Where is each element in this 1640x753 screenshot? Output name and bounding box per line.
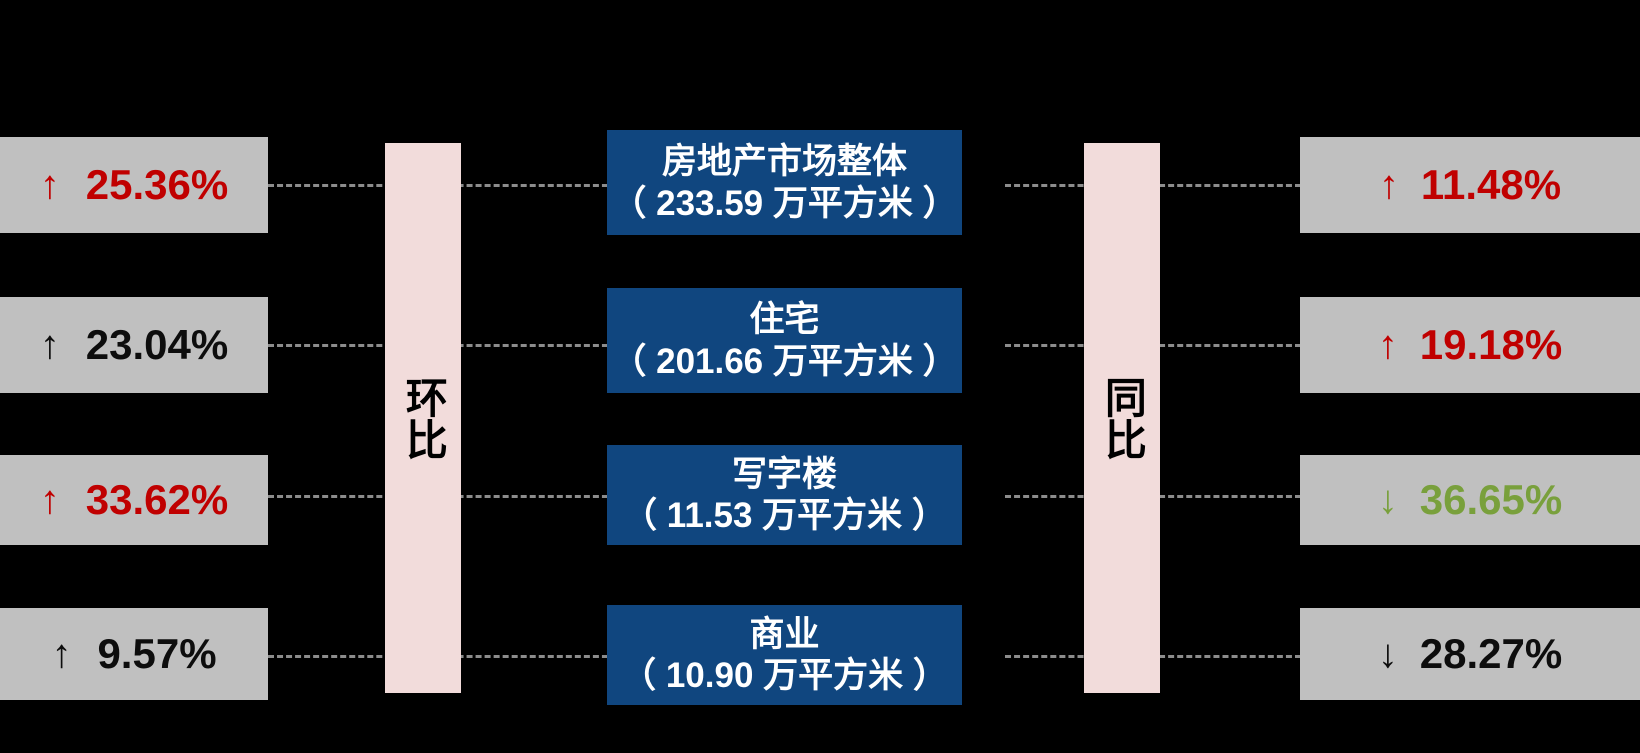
category-name-row3: 写字楼 [731, 454, 837, 494]
metric-value-yoy-row4: 28.27% [1419, 630, 1563, 677]
metric-box-mom-row4[interactable]: ↑ 9.57% [0, 608, 268, 700]
arrow-down-icon: ↓ [1377, 632, 1398, 676]
category-box-row2[interactable]: 住宅 （ 201.66 万平方米 ） [607, 288, 962, 393]
arrow-up-icon: ↑ [39, 163, 60, 207]
category-name-row2: 住宅 [749, 300, 820, 340]
metric-box-yoy-row1[interactable]: ↑ 11.48% [1300, 137, 1640, 233]
metric-value-yoy-row1: 11.48% [1420, 161, 1562, 208]
metric-box-yoy-row2[interactable]: ↑ 19.18% [1300, 297, 1640, 393]
metric-value-mom-row4: 9.57% [97, 630, 217, 677]
arrow-up-icon: ↑ [39, 478, 60, 522]
category-value-row3: （ 11.53 万平方米 ） [622, 496, 947, 535]
category-value-row4: （ 10.90 万平方米 ） [621, 656, 948, 695]
category-box-row3[interactable]: 写字楼 （ 11.53 万平方米 ） [607, 445, 962, 545]
arrow-down-icon: ↓ [1377, 478, 1398, 522]
category-box-row4[interactable]: 商业 （ 10.90 万平方米 ） [607, 605, 962, 705]
arrow-up-icon: ↑ [1378, 163, 1399, 207]
axis-label-mom: 环比 [400, 376, 448, 460]
arrow-up-icon: ↑ [1377, 323, 1398, 367]
axis-label-yoy: 同比 [1099, 376, 1147, 460]
metric-box-mom-row1[interactable]: ↑ 25.36% [0, 137, 268, 233]
category-box-row1[interactable]: 房地产市场整体 （ 233.59 万平方米 ） [607, 130, 962, 235]
metric-box-mom-row2[interactable]: ↑ 23.04% [0, 297, 268, 393]
category-value-row2: （ 201.66 万平方米 ） [611, 341, 958, 381]
metric-value-yoy-row2: 19.18% [1419, 321, 1563, 368]
arrow-up-icon: ↑ [39, 323, 60, 367]
axis-bar-yoy: 同比 [1084, 143, 1160, 693]
metric-box-yoy-row3[interactable]: ↓ 36.65% [1300, 455, 1640, 545]
axis-bar-mom: 环比 [385, 143, 461, 693]
arrow-up-icon: ↑ [51, 632, 72, 676]
category-name-row1: 房地产市场整体 [661, 142, 907, 182]
metric-value-yoy-row3: 36.65% [1419, 476, 1563, 523]
metric-box-yoy-row4[interactable]: ↓ 28.27% [1300, 608, 1640, 700]
metric-box-mom-row3[interactable]: ↑ 33.62% [0, 455, 268, 545]
category-value-row1: （ 233.59 万平方米 ） [611, 183, 958, 223]
category-name-row4: 商业 [749, 614, 820, 654]
metric-value-mom-row3: 33.62% [85, 476, 229, 523]
metric-value-mom-row2: 23.04% [85, 321, 229, 368]
metric-value-mom-row1: 25.36% [85, 161, 229, 208]
